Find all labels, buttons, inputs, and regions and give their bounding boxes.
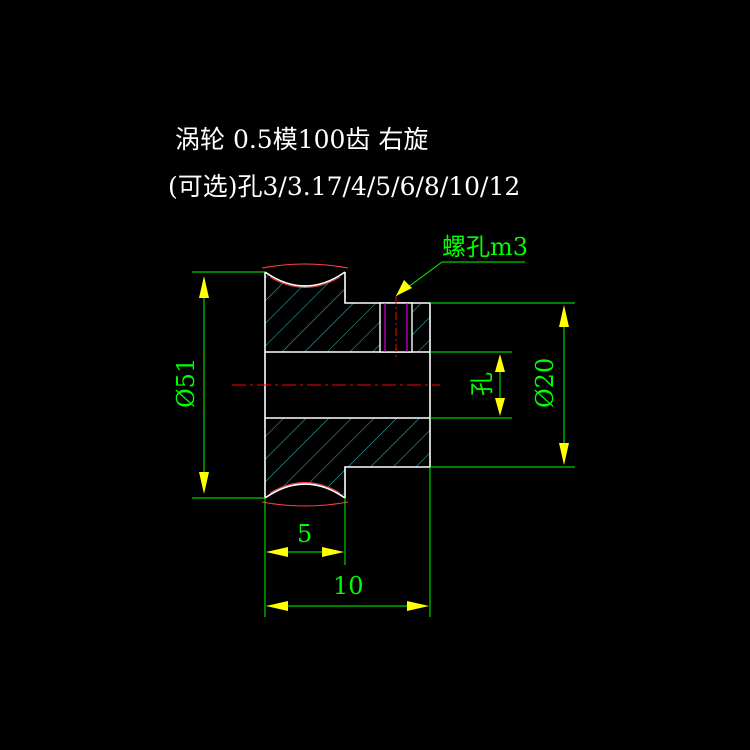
set-screw-leader: 螺孔m3: [395, 233, 528, 297]
bore-label: 孔: [468, 372, 496, 396]
rim-inner-arc-bottom: [269, 482, 341, 494]
set-screw-label: 螺孔m3: [442, 233, 528, 261]
title-line-1: 涡轮 0.5模100齿 右旋: [175, 125, 428, 154]
rim-outer-arc-top: [261, 263, 349, 269]
dim-outer-diameter: Ø51: [172, 271, 265, 499]
total-width-label: 10: [333, 572, 364, 600]
dim-rim-width: 5: [264, 498, 346, 565]
dim-bore: 孔: [430, 351, 512, 419]
outer-diameter-label: Ø51: [172, 358, 200, 408]
dim-hub-diameter: Ø20: [430, 302, 575, 468]
lower-section-hatch: [265, 418, 430, 498]
title-line-2: (可选)孔3/3.17/4/5/6/8/10/12: [168, 172, 520, 201]
dim-total-width: 10: [264, 467, 431, 617]
rim-inner-arc-top: [269, 276, 341, 288]
rim-outer-arc-bottom: [261, 501, 349, 507]
hub-diameter-label: Ø20: [531, 358, 559, 408]
gear-section: [232, 263, 440, 507]
rim-width-label: 5: [297, 520, 312, 548]
